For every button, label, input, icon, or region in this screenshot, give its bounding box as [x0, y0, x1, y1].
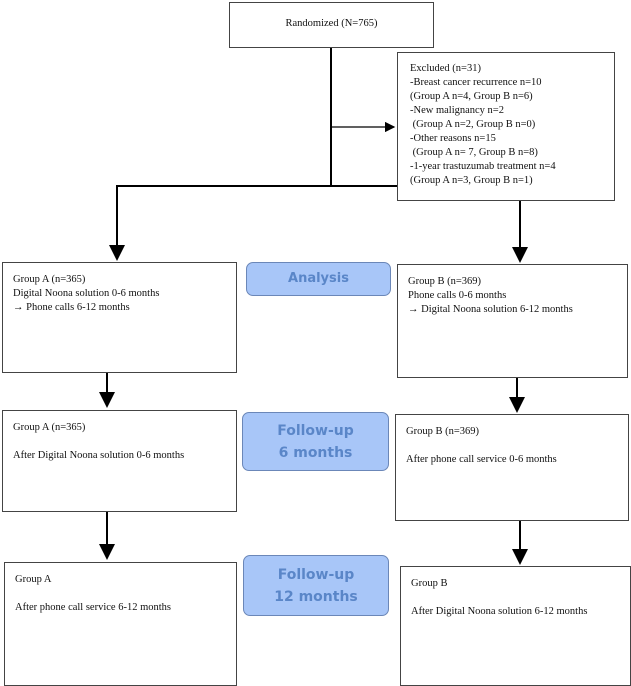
excluded-line: (Group A n= 7, Group B n=8)	[410, 147, 538, 158]
followup6-label: Follow-up 6 months	[242, 412, 389, 471]
analysis-group-a-box: Group A (n=365) Digital Noona solution 0-…	[2, 262, 237, 373]
excluded-line: -New malignancy n=2	[410, 105, 504, 116]
excluded-line: (Group A n=4, Group B n=6)	[410, 91, 533, 102]
followup12-group-a-box: Group A After phone call service 6-12 mon…	[4, 562, 237, 686]
excluded-line: -Breast cancer recurrence n=10	[410, 77, 542, 88]
followup6-group-a-line: Group A (n=365)	[13, 422, 86, 433]
followup6-text1: Follow-up	[277, 422, 354, 439]
analysis-group-b-line: Phone calls 0-6 months	[408, 290, 507, 301]
followup12-label: Follow-up 12 months	[243, 555, 389, 616]
followup6-group-b-line: Group B (n=369)	[406, 426, 479, 437]
followup12-group-b-line	[411, 591, 620, 605]
followup12-group-a-line: Group A	[15, 574, 52, 585]
followup12-group-b-line: After Digital Noona solution 6-12 months	[411, 606, 588, 617]
followup6-group-a-box: Group A (n=365) After Digital Noona solut…	[2, 410, 237, 512]
followup12-group-a-line: After phone call service 6-12 months	[15, 602, 171, 613]
followup12-text1: Follow-up	[277, 566, 355, 583]
followup12-group-b-line: Group B	[411, 578, 448, 589]
followup6-group-a-line: After Digital Noona solution 0-6 months	[13, 450, 185, 461]
followup6-group-b-line	[406, 439, 618, 453]
analysis-group-b-box: Group B (n=369) Phone calls 0-6 months → D…	[397, 264, 628, 378]
randomized-box: Randomized (N=765)	[229, 2, 434, 48]
analysis-group-a-line: Group A (n=365)	[13, 274, 86, 285]
excluded-line: (Group A n=3, Group B n=1)	[410, 175, 533, 186]
excluded-line: -Other reasons n=15	[410, 133, 496, 144]
analysis-text: Analysis	[288, 271, 349, 286]
analysis-group-a-line: → Phone calls 6-12 months	[13, 302, 130, 313]
excluded-line: Excluded (n=31)	[410, 63, 481, 74]
followup12-group-a-line	[15, 587, 226, 601]
excluded-box: Excluded (n=31) -Breast cancer recurrence…	[397, 52, 615, 201]
excluded-line: (Group A n=2, Group B n=0)	[410, 119, 536, 130]
followup6-group-b-line: After phone call service 0-6 months	[406, 454, 557, 465]
excluded-line: -1-year trastuzumab treatment n=4	[410, 161, 556, 172]
analysis-group-a-line: Digital Noona solution 0-6 months	[13, 288, 160, 299]
randomized-label: Randomized (N=765)	[285, 18, 378, 29]
followup6-group-b-box: Group B (n=369) After phone call service …	[395, 414, 629, 521]
followup6-text2: 6 months	[278, 444, 353, 461]
followup12-group-b-box: Group B After Digital Noona solution 6-12…	[400, 566, 631, 686]
analysis-group-b-line: Group B (n=369)	[408, 276, 481, 287]
followup12-text2: 12 months	[274, 588, 358, 605]
followup6-group-a-line	[13, 435, 226, 449]
analysis-group-b-line: → Digital Noona solution 6-12 months	[408, 304, 573, 315]
analysis-label: Analysis	[246, 262, 391, 296]
